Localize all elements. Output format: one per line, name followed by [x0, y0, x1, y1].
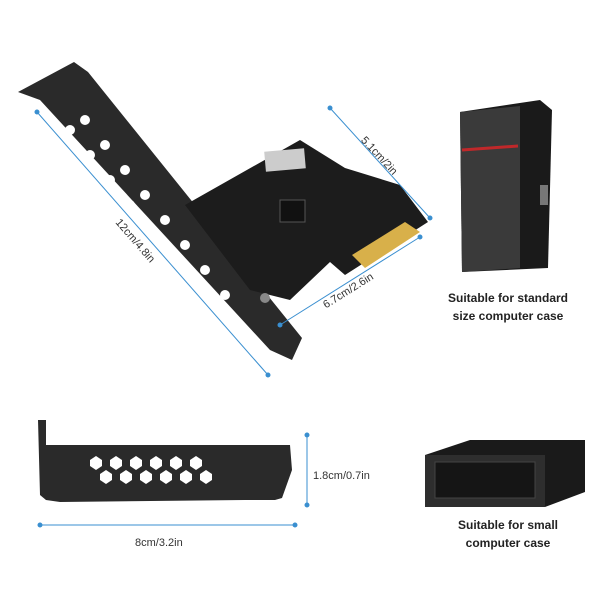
dimension-line-width [279, 236, 421, 326]
tower-case-image [460, 100, 552, 272]
caption-line: computer case [465, 536, 551, 550]
dimension-line-length [36, 111, 269, 376]
small-case-image [425, 440, 585, 507]
caption-line: Suitable for small [457, 518, 559, 532]
dimension-line-height [329, 107, 431, 219]
full-height-bracket [18, 62, 302, 360]
caption-line: size computer case [452, 309, 564, 323]
standard-case-caption: Suitable for standard size computer case [418, 289, 598, 325]
low-height-label: 1.8cm/0.7in [313, 470, 370, 482]
low-width-label: 8cm/3.2in [135, 537, 183, 549]
small-case-caption: Suitable for small computer case [418, 516, 598, 552]
low-profile-bracket [38, 420, 292, 502]
caption-line: Suitable for standard [447, 291, 569, 305]
pcie-card [185, 140, 428, 303]
